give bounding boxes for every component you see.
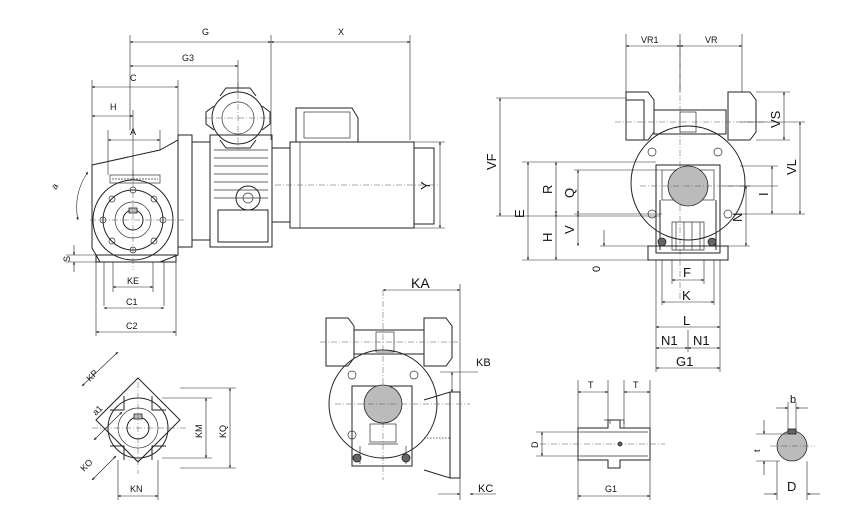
label-k: K — [682, 288, 691, 303]
label-vf: VF — [484, 153, 499, 170]
label-c1: C1 — [126, 297, 138, 307]
label-a: A — [130, 127, 136, 137]
label-t-right: T — [633, 380, 639, 390]
label-t: t — [752, 449, 762, 452]
label-d-shaft: D — [530, 441, 540, 448]
label-ke: KE — [127, 276, 139, 286]
label-zero: 0 — [591, 266, 603, 272]
label-kp: KP — [84, 368, 100, 384]
label-kc: KC — [478, 483, 493, 495]
label-vr: VR — [705, 35, 718, 45]
label-kq: KQ — [218, 425, 228, 438]
front-view-gearbox — [496, 34, 805, 372]
label-f: F — [683, 265, 691, 280]
label-v: V — [562, 225, 577, 234]
label-x: X — [338, 27, 344, 37]
label-d-key: D — [787, 479, 796, 494]
label-g1-shaft: G1 — [605, 484, 617, 494]
label-kn: KN — [130, 484, 143, 494]
label-h-right: H — [540, 233, 555, 242]
label-g: G — [202, 27, 209, 37]
label-ko: KO — [78, 457, 94, 473]
label-ka: KA — [411, 275, 430, 291]
label-n1-left: N1 — [661, 333, 678, 348]
dimension-labels: G X G3 C H A a Y S KE C1 C2 VR1 VR VF VS… — [49, 27, 799, 495]
key-section — [756, 402, 820, 500]
label-r: R — [540, 185, 555, 194]
label-h-top: H — [110, 102, 117, 112]
hollow-shaft — [536, 380, 665, 500]
label-km: KM — [194, 425, 204, 439]
label-vl: VL — [784, 159, 799, 175]
label-y: Y — [418, 181, 433, 190]
label-vr1: VR1 — [641, 35, 659, 45]
label-c2: C2 — [126, 321, 138, 331]
side-view-gearmotor — [66, 35, 445, 336]
label-vs: VS — [768, 110, 783, 128]
label-b: b — [790, 394, 796, 406]
flange-view — [81, 351, 236, 500]
label-a1: a1 — [90, 403, 104, 417]
label-alpha: a — [49, 182, 60, 191]
label-kb: KB — [476, 357, 491, 369]
label-n1-right: N1 — [693, 333, 710, 348]
ka-view-gearbox — [320, 284, 496, 500]
label-g3: G3 — [182, 53, 194, 63]
label-i: I — [756, 192, 771, 196]
label-t-left: T — [588, 380, 594, 390]
label-n: N — [730, 213, 745, 222]
label-l: L — [683, 313, 690, 328]
label-q: Q — [562, 188, 577, 198]
label-e: E — [512, 209, 527, 218]
label-g1-right: G1 — [676, 354, 693, 369]
label-c: C — [130, 73, 137, 83]
label-s: S — [62, 256, 72, 262]
